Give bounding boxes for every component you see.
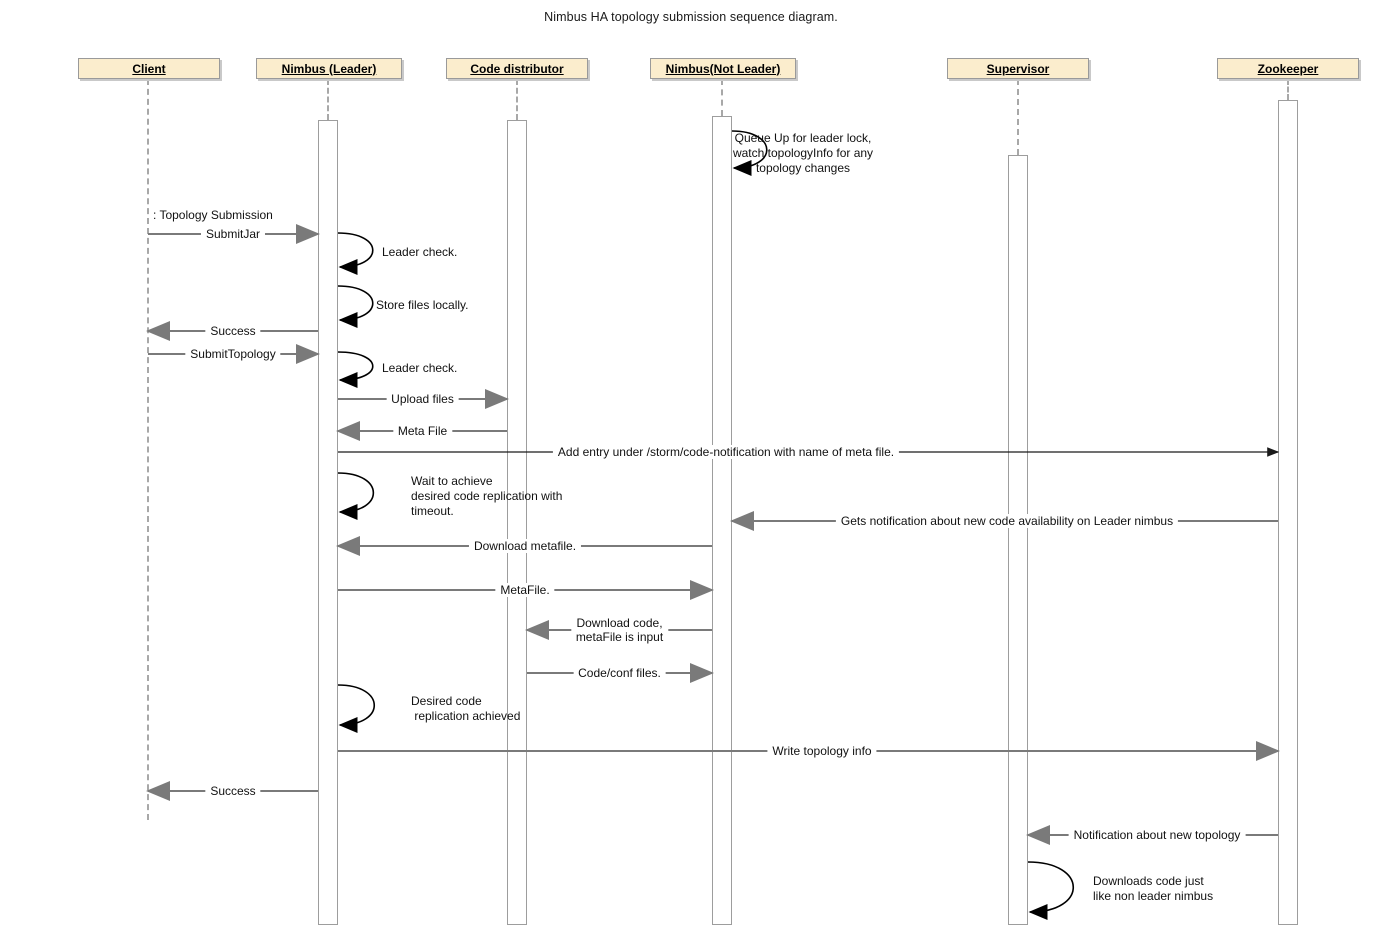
message-label-submittopology: SubmitTopology xyxy=(185,347,281,361)
self-message-note-leader-check-1: Leader check. xyxy=(382,245,458,259)
participant-label: Code distributor xyxy=(470,61,564,76)
message-label-notification-new-topology: Notification about new topology xyxy=(1068,828,1246,842)
participant-label: Client xyxy=(132,61,166,76)
message-label-upload-files: Upload files xyxy=(386,392,459,406)
message-label-success-1: Success xyxy=(205,324,261,338)
participant-nimbus_not_leader[interactable]: Nimbus(Not Leader) xyxy=(650,58,796,79)
self-message-note-downloads-code-just: Downloads code just like non leader nimb… xyxy=(1093,874,1214,903)
self-message-arrow-desired-code-replication xyxy=(337,684,376,733)
self-message-note-store-files-locally: Store files locally. xyxy=(376,298,469,312)
self-message-note-wait-to-achieve: Wait to achieve desired code replication… xyxy=(411,474,563,518)
self-message-arrow-leader-check-1 xyxy=(337,232,374,275)
lifeline-nimbus_leader xyxy=(327,79,329,120)
page-title: Nimbus HA topology submission sequence d… xyxy=(544,10,838,24)
lifeline-supervisor xyxy=(1017,79,1019,155)
lifeline-nimbus_not_leader xyxy=(721,79,723,116)
participant-client[interactable]: Client xyxy=(78,58,220,79)
message-label-download-metafile: Download metafile. xyxy=(468,539,582,553)
participant-code_distributor[interactable]: Code distributor xyxy=(446,58,588,79)
participant-label: Zookeeper xyxy=(1257,61,1319,76)
self-message-arrow-downloads-code-just xyxy=(1027,861,1074,920)
message-label-success-2: Success xyxy=(205,784,261,798)
message-label-submitjar: SubmitJar xyxy=(200,227,266,241)
self-message-note-leader-check-2: Leader check. xyxy=(382,361,458,375)
caption-topology-submission: : Topology Submission xyxy=(153,208,273,222)
activation-bar-nimbus_leader xyxy=(318,120,338,925)
message-label-download-code: Download code, metaFile is input xyxy=(570,616,669,644)
self-message-arrow-store-files-locally xyxy=(337,285,374,328)
message-label-meta-file: Meta File xyxy=(392,424,453,438)
message-label-code-conf-files: Code/conf files. xyxy=(573,666,666,680)
lifeline-code_distributor xyxy=(516,79,518,120)
lifeline-zookeeper xyxy=(1287,79,1289,100)
self-message-arrow-leader-check-2 xyxy=(337,351,374,388)
message-label-gets-notification: Gets notification about new code availab… xyxy=(835,514,1179,528)
activation-bar-supervisor xyxy=(1008,155,1028,925)
message-label-add-entry: Add entry under /storm/code-notification… xyxy=(552,445,900,459)
participant-label: Nimbus(Not Leader) xyxy=(665,61,781,76)
self-message-note-desired-code-replication: Desired code replication achieved xyxy=(411,694,521,723)
message-label-write-topology: Write topology info xyxy=(767,744,877,758)
message-label-metafile: MetaFile. xyxy=(495,583,555,597)
participant-label: Supervisor xyxy=(986,61,1050,76)
self-message-arrow-wait-to-achieve xyxy=(337,472,375,520)
activation-bar-zookeeper xyxy=(1278,100,1298,925)
participant-supervisor[interactable]: Supervisor xyxy=(947,58,1089,79)
participant-nimbus_leader[interactable]: Nimbus (Leader) xyxy=(256,58,402,79)
participant-zookeeper[interactable]: Zookeeper xyxy=(1217,58,1359,79)
activation-bar-code_distributor xyxy=(507,120,527,925)
activation-bar-nimbus_not_leader xyxy=(712,116,732,925)
lifeline-client xyxy=(147,79,149,820)
self-message-note-queue-up-leader-lock: Queue Up for leader lock, watch topology… xyxy=(732,131,874,175)
participant-label: Nimbus (Leader) xyxy=(281,61,377,76)
